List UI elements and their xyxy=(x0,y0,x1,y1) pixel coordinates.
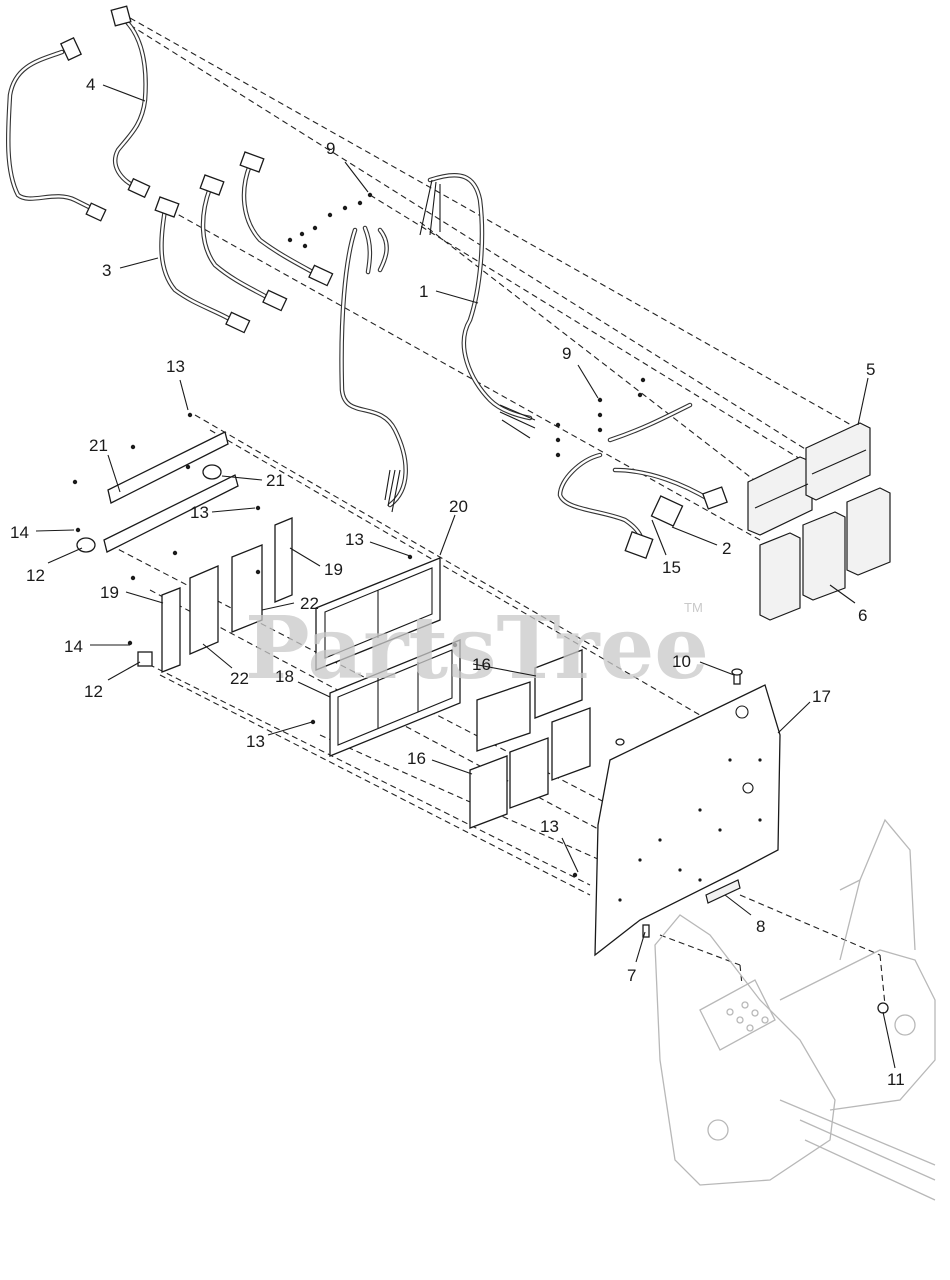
strip-item-8 xyxy=(705,879,741,904)
callout-19-left: 19 xyxy=(100,583,119,602)
harness-item-2 xyxy=(557,402,728,559)
loose-wire-harness xyxy=(5,37,107,222)
harness-item-3 xyxy=(154,151,334,334)
callout-18: 18 xyxy=(275,667,294,686)
fastener-items xyxy=(615,668,889,1014)
callout-12-bottom: 12 xyxy=(84,682,103,701)
callout-19-right: 19 xyxy=(324,560,343,579)
callout-9-lower: 9 xyxy=(562,344,571,363)
module-item-5 xyxy=(747,422,871,536)
bracket-item-21 xyxy=(103,431,239,553)
callout-1: 1 xyxy=(419,282,428,301)
callout-6: 6 xyxy=(858,606,867,625)
callout-13-top: 13 xyxy=(166,357,185,376)
callout-2: 2 xyxy=(722,539,731,558)
pad-item-16 xyxy=(469,649,591,829)
callout-13-bottom: 13 xyxy=(246,732,265,751)
callout-21-left: 21 xyxy=(89,436,108,455)
harness-item-1 xyxy=(339,172,536,513)
callout-12-top: 12 xyxy=(26,566,45,585)
module-item-6 xyxy=(759,487,891,621)
callout-leaders xyxy=(35,84,896,1069)
callout-4: 4 xyxy=(86,75,95,94)
callout-20: 20 xyxy=(449,497,468,516)
callout-16-bottom: 16 xyxy=(407,749,426,768)
callout-14-bottom: 14 xyxy=(64,637,83,656)
frame-item-20 xyxy=(315,557,441,671)
plate-item-17 xyxy=(594,684,781,957)
callout-16-top: 16 xyxy=(472,655,491,674)
callout-3: 3 xyxy=(102,261,111,280)
callout-labels: 4 9 3 1 9 5 13 21 21 13 20 14 13 12 19 1… xyxy=(10,75,905,1089)
frame-item-18 xyxy=(329,639,461,757)
clamp-item-12 xyxy=(76,537,153,667)
callout-14-top: 14 xyxy=(10,523,29,542)
callout-13-frame: 13 xyxy=(345,530,364,549)
callout-22-left: 22 xyxy=(230,669,249,688)
callout-15: 15 xyxy=(662,558,681,577)
watermark: PartsTree TM xyxy=(245,598,709,699)
callout-21-right: 21 xyxy=(266,471,285,490)
hardware-dots xyxy=(72,192,646,878)
vehicle-frame-outline xyxy=(654,818,936,1201)
callout-5: 5 xyxy=(866,360,875,379)
callout-22-right: 22 xyxy=(300,594,319,613)
bracket-item-19 xyxy=(161,517,293,673)
watermark-brand: PartsTree xyxy=(245,598,709,699)
callout-11: 11 xyxy=(887,1070,905,1089)
callout-8: 8 xyxy=(756,917,765,936)
harness-item-4 xyxy=(110,5,151,199)
callout-17: 17 xyxy=(812,687,831,706)
callout-7: 7 xyxy=(627,966,636,985)
watermark-trademark: TM xyxy=(684,600,703,615)
callout-13-plate: 13 xyxy=(540,817,559,836)
callout-13-mid: 13 xyxy=(190,503,209,522)
callout-10: 10 xyxy=(672,652,691,671)
bracket-item-22 xyxy=(189,544,263,655)
callout-9: 9 xyxy=(326,139,335,158)
